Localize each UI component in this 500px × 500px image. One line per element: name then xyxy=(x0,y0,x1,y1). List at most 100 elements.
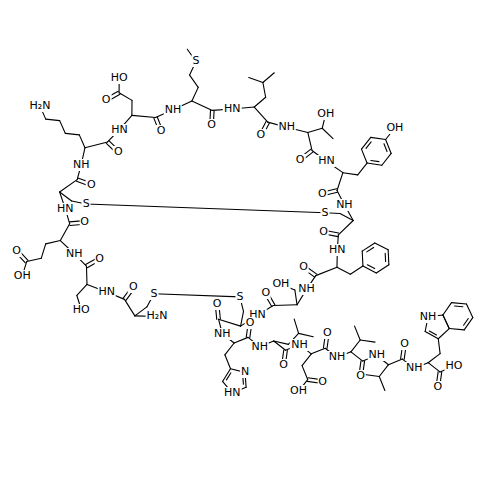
bond xyxy=(77,284,87,295)
bond xyxy=(361,149,367,163)
bond xyxy=(299,333,314,336)
bond xyxy=(308,132,312,150)
bond xyxy=(86,266,88,284)
bond xyxy=(65,133,79,134)
atom-label: O xyxy=(156,125,167,137)
bond xyxy=(379,377,385,391)
atom-label: H₂N xyxy=(146,310,169,322)
bond xyxy=(273,304,297,306)
bond xyxy=(375,243,388,250)
atom-label: NH xyxy=(297,283,316,295)
bond xyxy=(428,354,440,363)
bond xyxy=(367,163,382,165)
bond xyxy=(119,93,132,101)
bond xyxy=(190,75,199,87)
atom-label: NH xyxy=(277,121,296,133)
atom-label: O xyxy=(101,94,112,106)
bond xyxy=(294,319,298,333)
bond xyxy=(308,128,322,132)
atom-label: NH xyxy=(65,248,84,260)
bond xyxy=(79,135,85,148)
bond xyxy=(302,354,311,366)
atom-label: HN xyxy=(328,244,347,256)
atom-label: O xyxy=(318,226,329,238)
atom-label: O xyxy=(399,338,410,350)
atom-label: O xyxy=(94,253,105,265)
atom-label: HO xyxy=(72,304,91,316)
bond xyxy=(360,340,375,342)
bond xyxy=(343,173,358,175)
bond xyxy=(192,87,198,101)
atom-label: NH xyxy=(251,341,270,353)
atom-label: OH xyxy=(316,108,335,120)
bond xyxy=(340,214,353,221)
bond xyxy=(384,144,387,152)
atom-label: NH xyxy=(367,349,386,361)
bond xyxy=(131,100,132,115)
bond xyxy=(46,119,60,120)
bond xyxy=(388,359,402,365)
bond xyxy=(443,315,449,329)
bond xyxy=(455,306,463,308)
bond xyxy=(388,250,390,265)
bond xyxy=(358,163,367,175)
bond xyxy=(241,311,244,326)
atom-label: O xyxy=(295,154,306,166)
atom-label: NH xyxy=(419,311,438,323)
bond xyxy=(376,265,389,273)
bond xyxy=(350,266,363,274)
bond xyxy=(371,160,379,161)
atom-label: NH xyxy=(290,339,309,351)
bond xyxy=(192,101,212,110)
atom-label: O xyxy=(317,376,328,388)
bond xyxy=(443,315,449,329)
atom-label: H₂N xyxy=(29,100,52,112)
atom-label: HN xyxy=(110,124,129,136)
atom-label: O xyxy=(128,281,139,293)
atom-label: O xyxy=(298,261,309,273)
atom-label: HN xyxy=(98,286,117,298)
atom-label: N xyxy=(240,366,250,378)
bond xyxy=(263,73,274,83)
bond xyxy=(132,115,156,117)
atom-label: HN xyxy=(317,155,336,167)
bond xyxy=(351,340,360,352)
atom-label: O xyxy=(317,188,328,200)
bond xyxy=(367,265,374,269)
bond xyxy=(385,253,386,261)
atom-label: O xyxy=(433,381,444,393)
bond xyxy=(438,329,449,339)
atom-label: O xyxy=(256,129,267,141)
bond xyxy=(60,192,72,201)
atom-label: O xyxy=(79,216,90,228)
bond xyxy=(316,267,337,275)
bond xyxy=(379,365,388,377)
bond xyxy=(364,374,379,376)
bond xyxy=(367,247,374,251)
bond xyxy=(337,267,350,274)
atom-label: S xyxy=(149,288,158,300)
atom-label: O xyxy=(212,298,223,310)
bond xyxy=(355,326,361,340)
atom-label: O xyxy=(206,119,217,131)
atom-label: S xyxy=(191,55,200,67)
bond xyxy=(254,107,268,122)
bond xyxy=(428,363,440,372)
bond xyxy=(154,294,240,297)
atom-label: NH xyxy=(164,104,183,116)
bond xyxy=(311,348,325,354)
atom-label: HO xyxy=(444,360,463,372)
bond xyxy=(382,153,391,165)
atom-label: HN xyxy=(56,203,75,215)
atom-label: OH xyxy=(385,122,404,134)
bond xyxy=(60,224,69,241)
atom-label: NH xyxy=(405,362,424,374)
bond xyxy=(219,319,241,326)
atom-label: NH xyxy=(213,328,232,340)
bond xyxy=(361,137,370,149)
bond xyxy=(438,339,440,354)
atom-label: O xyxy=(86,179,97,191)
atom-label: HN xyxy=(223,387,242,399)
atom-label: S xyxy=(320,207,329,219)
